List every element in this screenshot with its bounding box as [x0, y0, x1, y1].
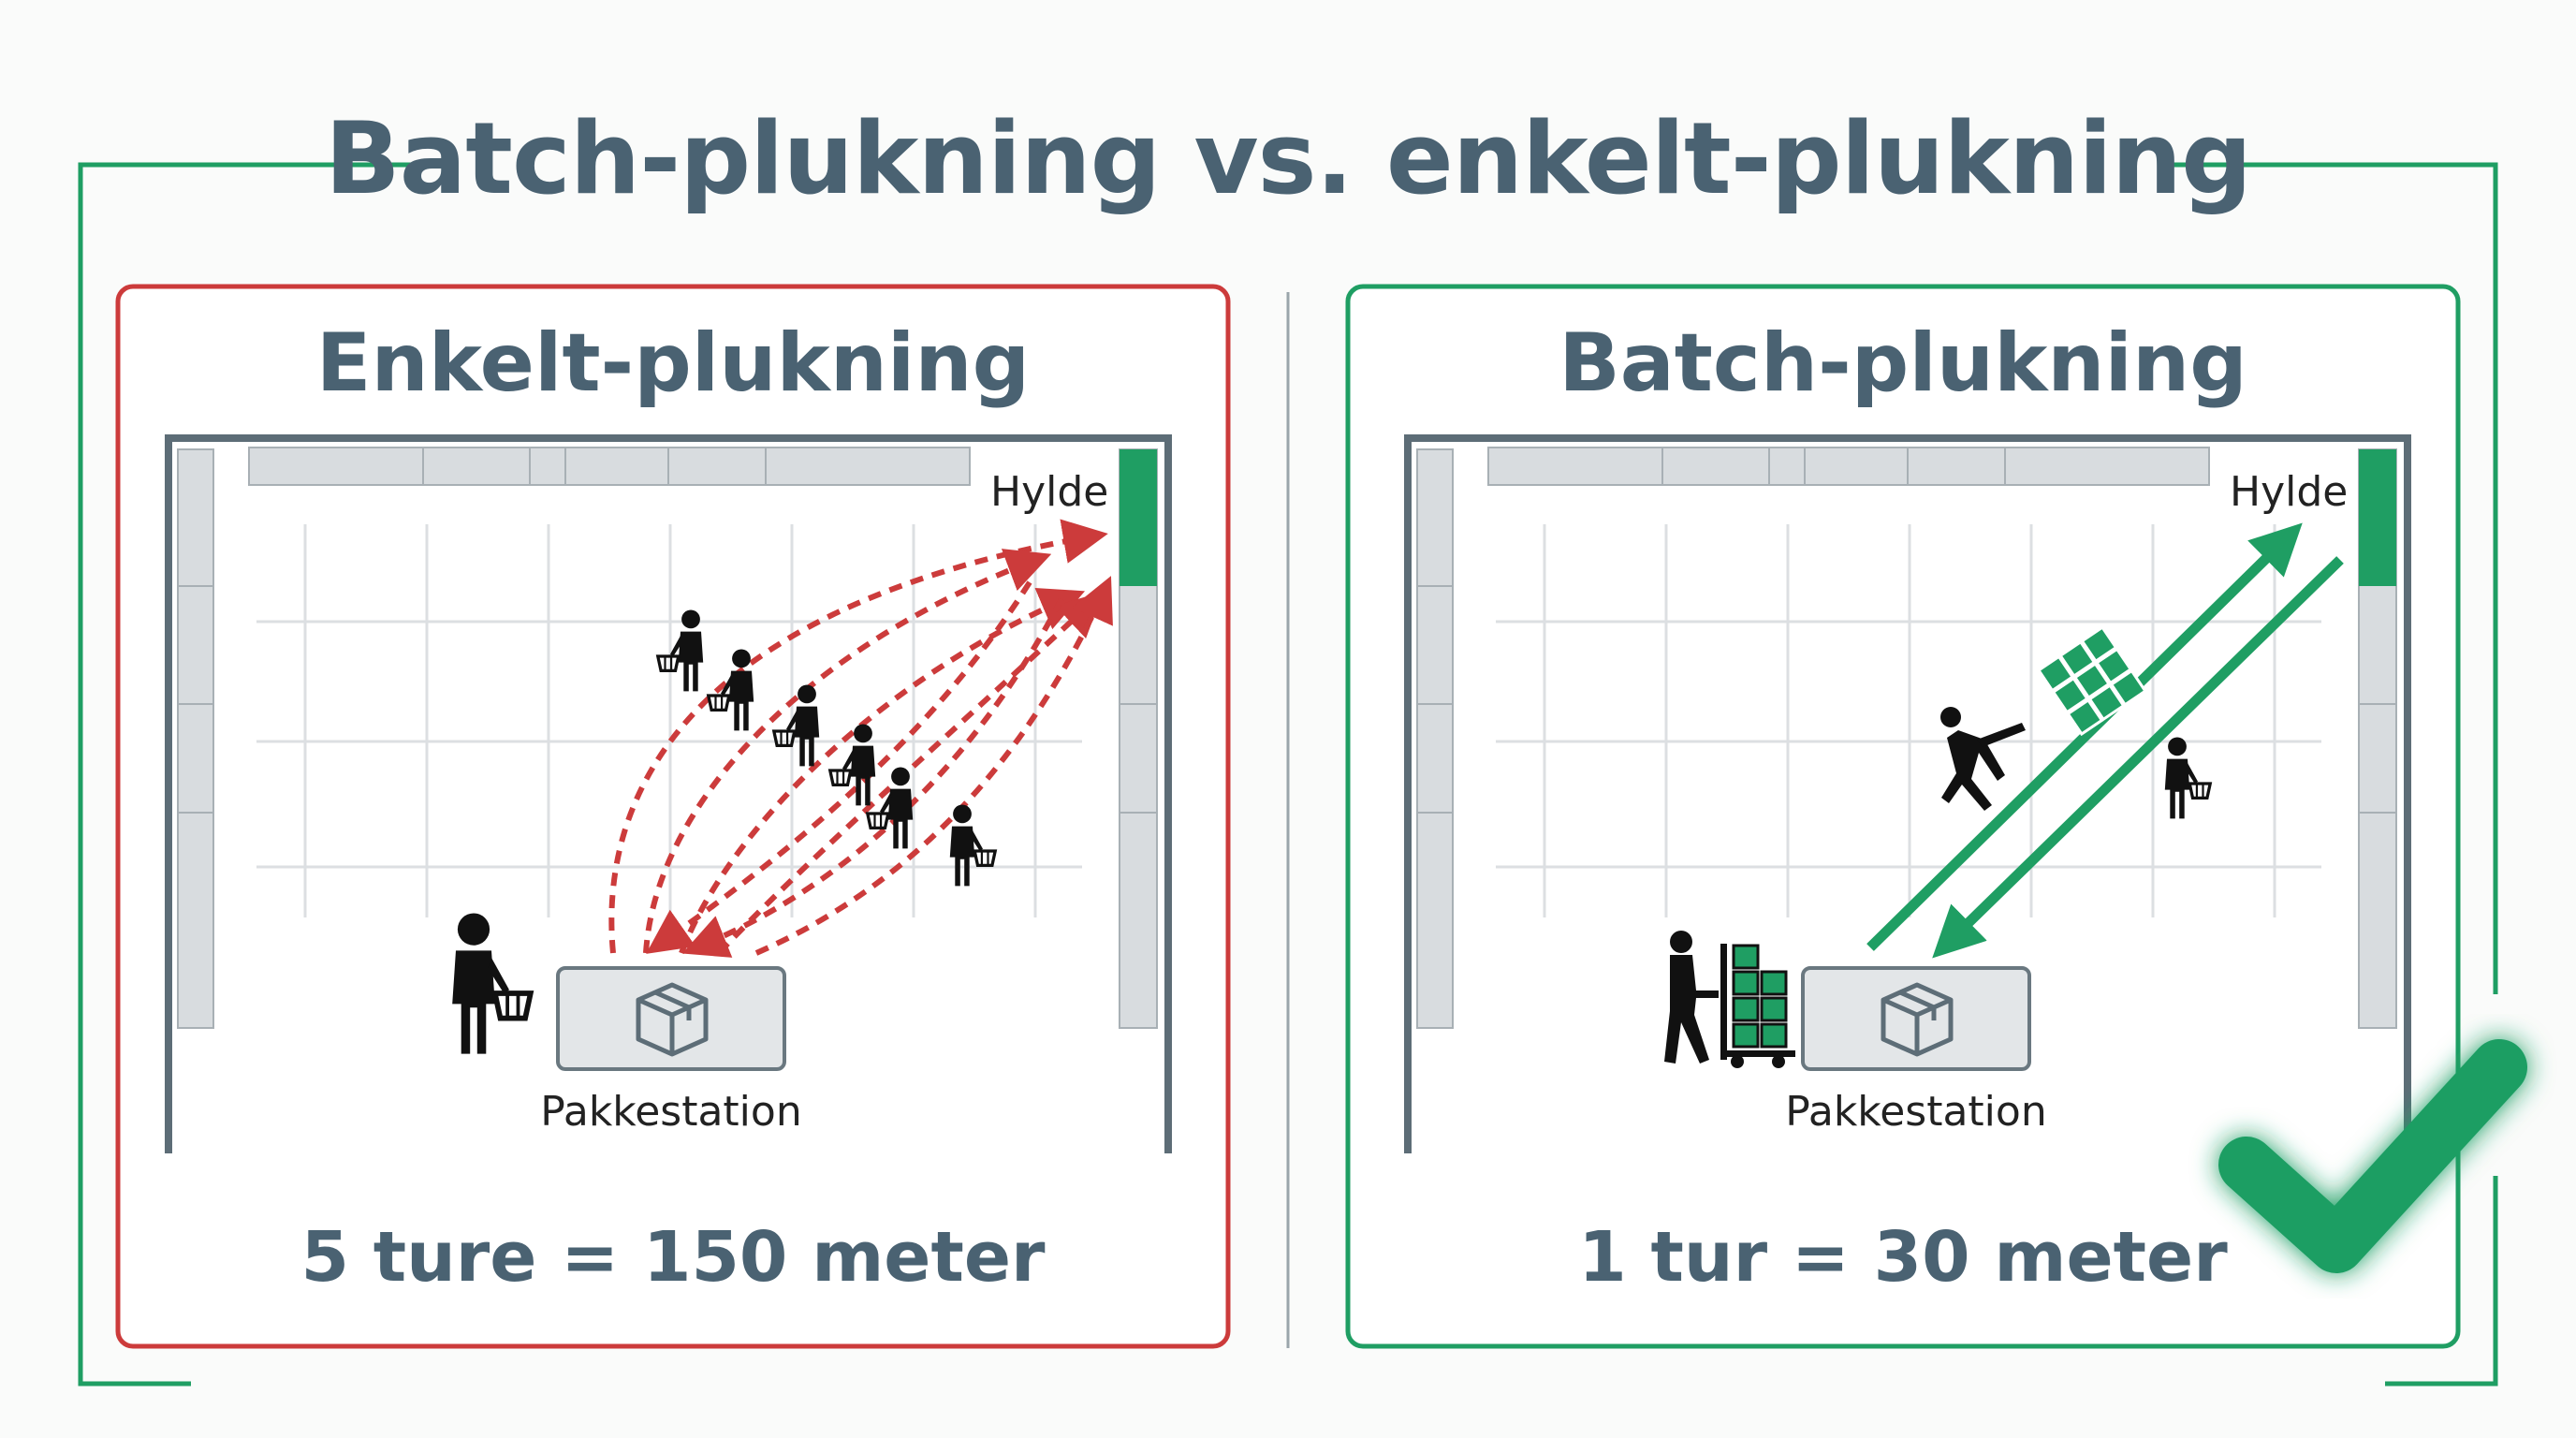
- left-station-label: Pakkestation: [540, 1088, 802, 1136]
- left-target-shelf: [1120, 449, 1157, 586]
- right-panel-title: Batch-plukning: [1559, 316, 2247, 410]
- right-trip-paths: [1866, 522, 2344, 959]
- right-warehouse-floor: [1404, 434, 2411, 1153]
- person-pushing-cart-icon: [1664, 625, 2147, 1068]
- left-result: 5 ture = 150 meter: [300, 1217, 1046, 1298]
- package-box-icon: [636, 982, 709, 1057]
- page-title: Batch-plukning vs. enkelt-plukning: [324, 101, 2252, 216]
- right-package-box-icon: [1881, 982, 1954, 1057]
- right-shelf-label: Hylde: [2230, 468, 2349, 516]
- right-target-shelf: [2359, 449, 2396, 586]
- right-result: 1 tur = 30 meter: [1578, 1217, 2228, 1298]
- check-mark-icon: [2218, 1039, 2527, 1273]
- left-panel-border: [115, 284, 1231, 1349]
- outer-frame: [78, 162, 2498, 1387]
- right-panel-border: [1345, 284, 2461, 1349]
- right-station-label: Pakkestation: [1785, 1088, 2047, 1136]
- left-shelf-label: Hylde: [990, 468, 1109, 516]
- left-panel-title: Enkelt-plukning: [315, 316, 1031, 410]
